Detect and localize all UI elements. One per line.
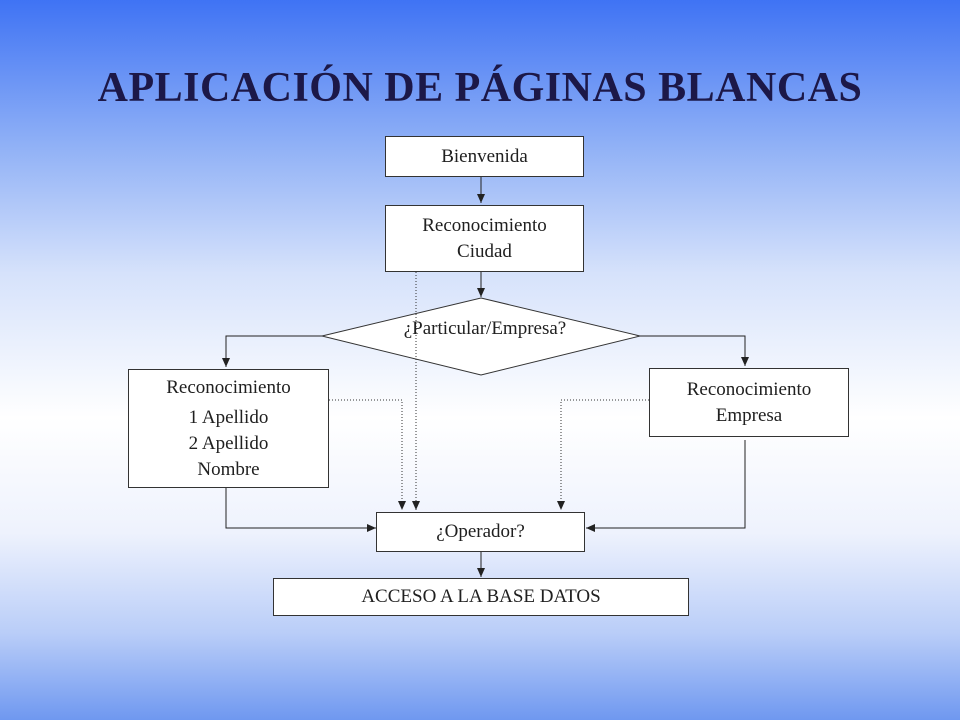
- arrow-particular-to-operador: [225, 488, 376, 532]
- decision-diamond: [321, 297, 641, 376]
- arrow-decision-to-particular: [222, 335, 322, 367]
- node-particular-line-2: 1 Apellido: [188, 406, 269, 428]
- arrow-decision-to-empresa: [640, 335, 749, 366]
- node-particular-line-1: Reconocimiento: [166, 376, 291, 398]
- node-operador-label: ¿Operador?: [436, 521, 525, 542]
- arrow-empresa-to-operador: [586, 440, 746, 532]
- node-operador: ¿Operador?: [376, 512, 585, 552]
- node-reconocimiento-empresa: Reconocimiento Empresa: [649, 368, 849, 437]
- node-empresa-line-1: Reconocimiento: [686, 378, 812, 400]
- node-reconocimiento-particular: Reconocimiento 1 Apellido 2 Apellido Nom…: [128, 369, 329, 488]
- node-bienvenida-label: Bienvenida: [441, 145, 528, 167]
- node-reconocimiento-ciudad: Reconocimiento Ciudad: [385, 205, 584, 272]
- node-bienvenida: Bienvenida: [385, 136, 584, 177]
- node-particular-line-4: Nombre: [197, 458, 260, 480]
- node-ciudad-line-2: Ciudad: [457, 240, 512, 262]
- node-particular-line-3: 2 Apellido: [188, 432, 269, 454]
- node-empresa-line-2: Empresa: [715, 404, 783, 426]
- dotted-particular-to-operador: [329, 399, 406, 510]
- node-acceso-base-datos: ACCESO A LA BASE DATOS: [273, 578, 689, 616]
- page-title: APLICACIÓN DE PÁGINAS BLANCAS: [97, 65, 863, 111]
- dotted-empresa-to-operador: [557, 399, 649, 510]
- node-acceso-label: ACCESO A LA BASE DATOS: [361, 586, 601, 607]
- node-ciudad-line-1: Reconocimiento: [422, 214, 547, 236]
- decision-label: ¿Particular/Empresa?: [403, 318, 567, 339]
